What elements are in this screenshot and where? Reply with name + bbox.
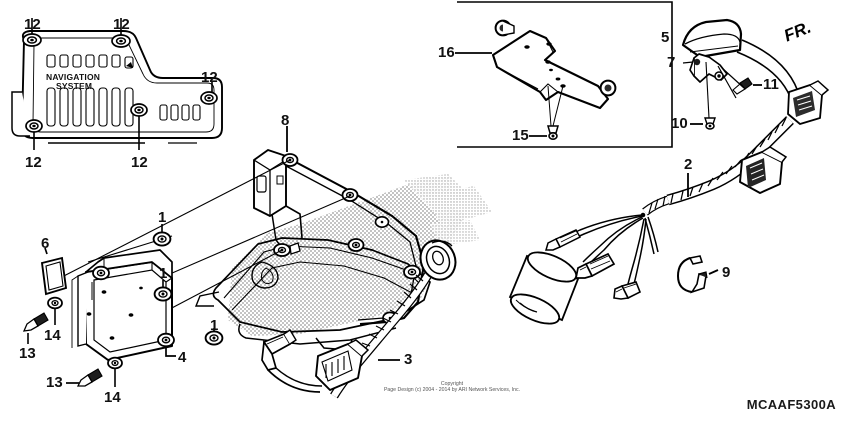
bolt-15 <box>529 85 564 141</box>
screw-13-lower <box>66 368 103 387</box>
callout-12-e: 12 <box>131 154 148 171</box>
plate-grommets <box>22 33 218 133</box>
frame-phantom-shading <box>228 174 492 336</box>
harness-3-connector-small <box>261 329 297 371</box>
antenna-assembly <box>681 18 830 130</box>
callout-12-a: 12 <box>24 16 41 33</box>
plate-embossed-text: NAVIGATION SYSTEM <box>46 72 100 91</box>
callout-14-a: 14 <box>44 327 61 344</box>
callout-15: 15 <box>512 127 529 144</box>
callout-5: 5 <box>661 29 670 46</box>
tray-round-grommet <box>419 239 457 281</box>
harness-canister <box>508 251 580 325</box>
clip-9 <box>676 255 719 294</box>
collar-14-upper <box>47 296 63 325</box>
copyright-watermark: Copyright Page Design (c) 2004 - 2014 by… <box>352 381 552 393</box>
callout-7: 7 <box>667 54 676 71</box>
screw-11 <box>732 77 762 95</box>
callout-12-c: 12 <box>201 69 218 86</box>
callout-1-b: 1 <box>159 265 168 282</box>
screw-13-upper <box>22 312 49 344</box>
callout-16: 16 <box>438 44 455 61</box>
leaders-12 <box>31 18 213 150</box>
sheet-part-number: MCAAF5300A <box>746 397 836 412</box>
bullet-connector-a <box>545 229 582 251</box>
svg-text:SYSTEM: SYSTEM <box>56 81 92 91</box>
collar-14-lower <box>107 356 123 387</box>
callout-4: 4 <box>178 349 187 366</box>
copyright-line-2: Page Design (c) 2004 - 2014 by ARI Netwo… <box>383 387 521 393</box>
callout-1-a: 1 <box>158 209 167 226</box>
main-harness-2 <box>508 116 794 325</box>
harness-inline-connector <box>739 146 788 194</box>
pad-6 <box>40 247 68 296</box>
callout-13-a: 13 <box>19 345 36 362</box>
callout-1-c: 1 <box>210 317 219 334</box>
callout-6: 6 <box>41 235 50 252</box>
bracket-16 <box>491 19 617 110</box>
harness-3-connector <box>315 339 370 391</box>
svg-text:NAVIGATION: NAVIGATION <box>46 72 100 82</box>
callout-8: 8 <box>281 112 290 129</box>
harness-3 <box>261 239 457 399</box>
grommets-1 <box>152 224 224 346</box>
callout-2: 2 <box>684 156 693 173</box>
navigation-unit-4 <box>71 249 176 361</box>
callout-3: 3 <box>404 351 413 368</box>
bullet-connector-c <box>613 281 642 300</box>
callout-12-d: 12 <box>25 154 42 171</box>
inset-box-16 <box>457 1 673 148</box>
harness-corrugation <box>670 117 787 204</box>
callout-14-b: 14 <box>104 389 121 406</box>
unit-grommets <box>92 265 175 348</box>
cover-plate-assembly: NAVIGATION SYSTEM <box>11 18 223 150</box>
bullet-connector-b <box>574 252 616 279</box>
callout-10: 10 <box>671 115 688 132</box>
callout-9: 9 <box>722 264 731 281</box>
callout-13-b: 13 <box>46 374 63 391</box>
copyright-line-1: Copyright <box>440 381 464 387</box>
callout-12-b: 12 <box>113 16 130 33</box>
callout-11: 11 <box>763 76 779 93</box>
antenna-connector <box>787 80 830 125</box>
